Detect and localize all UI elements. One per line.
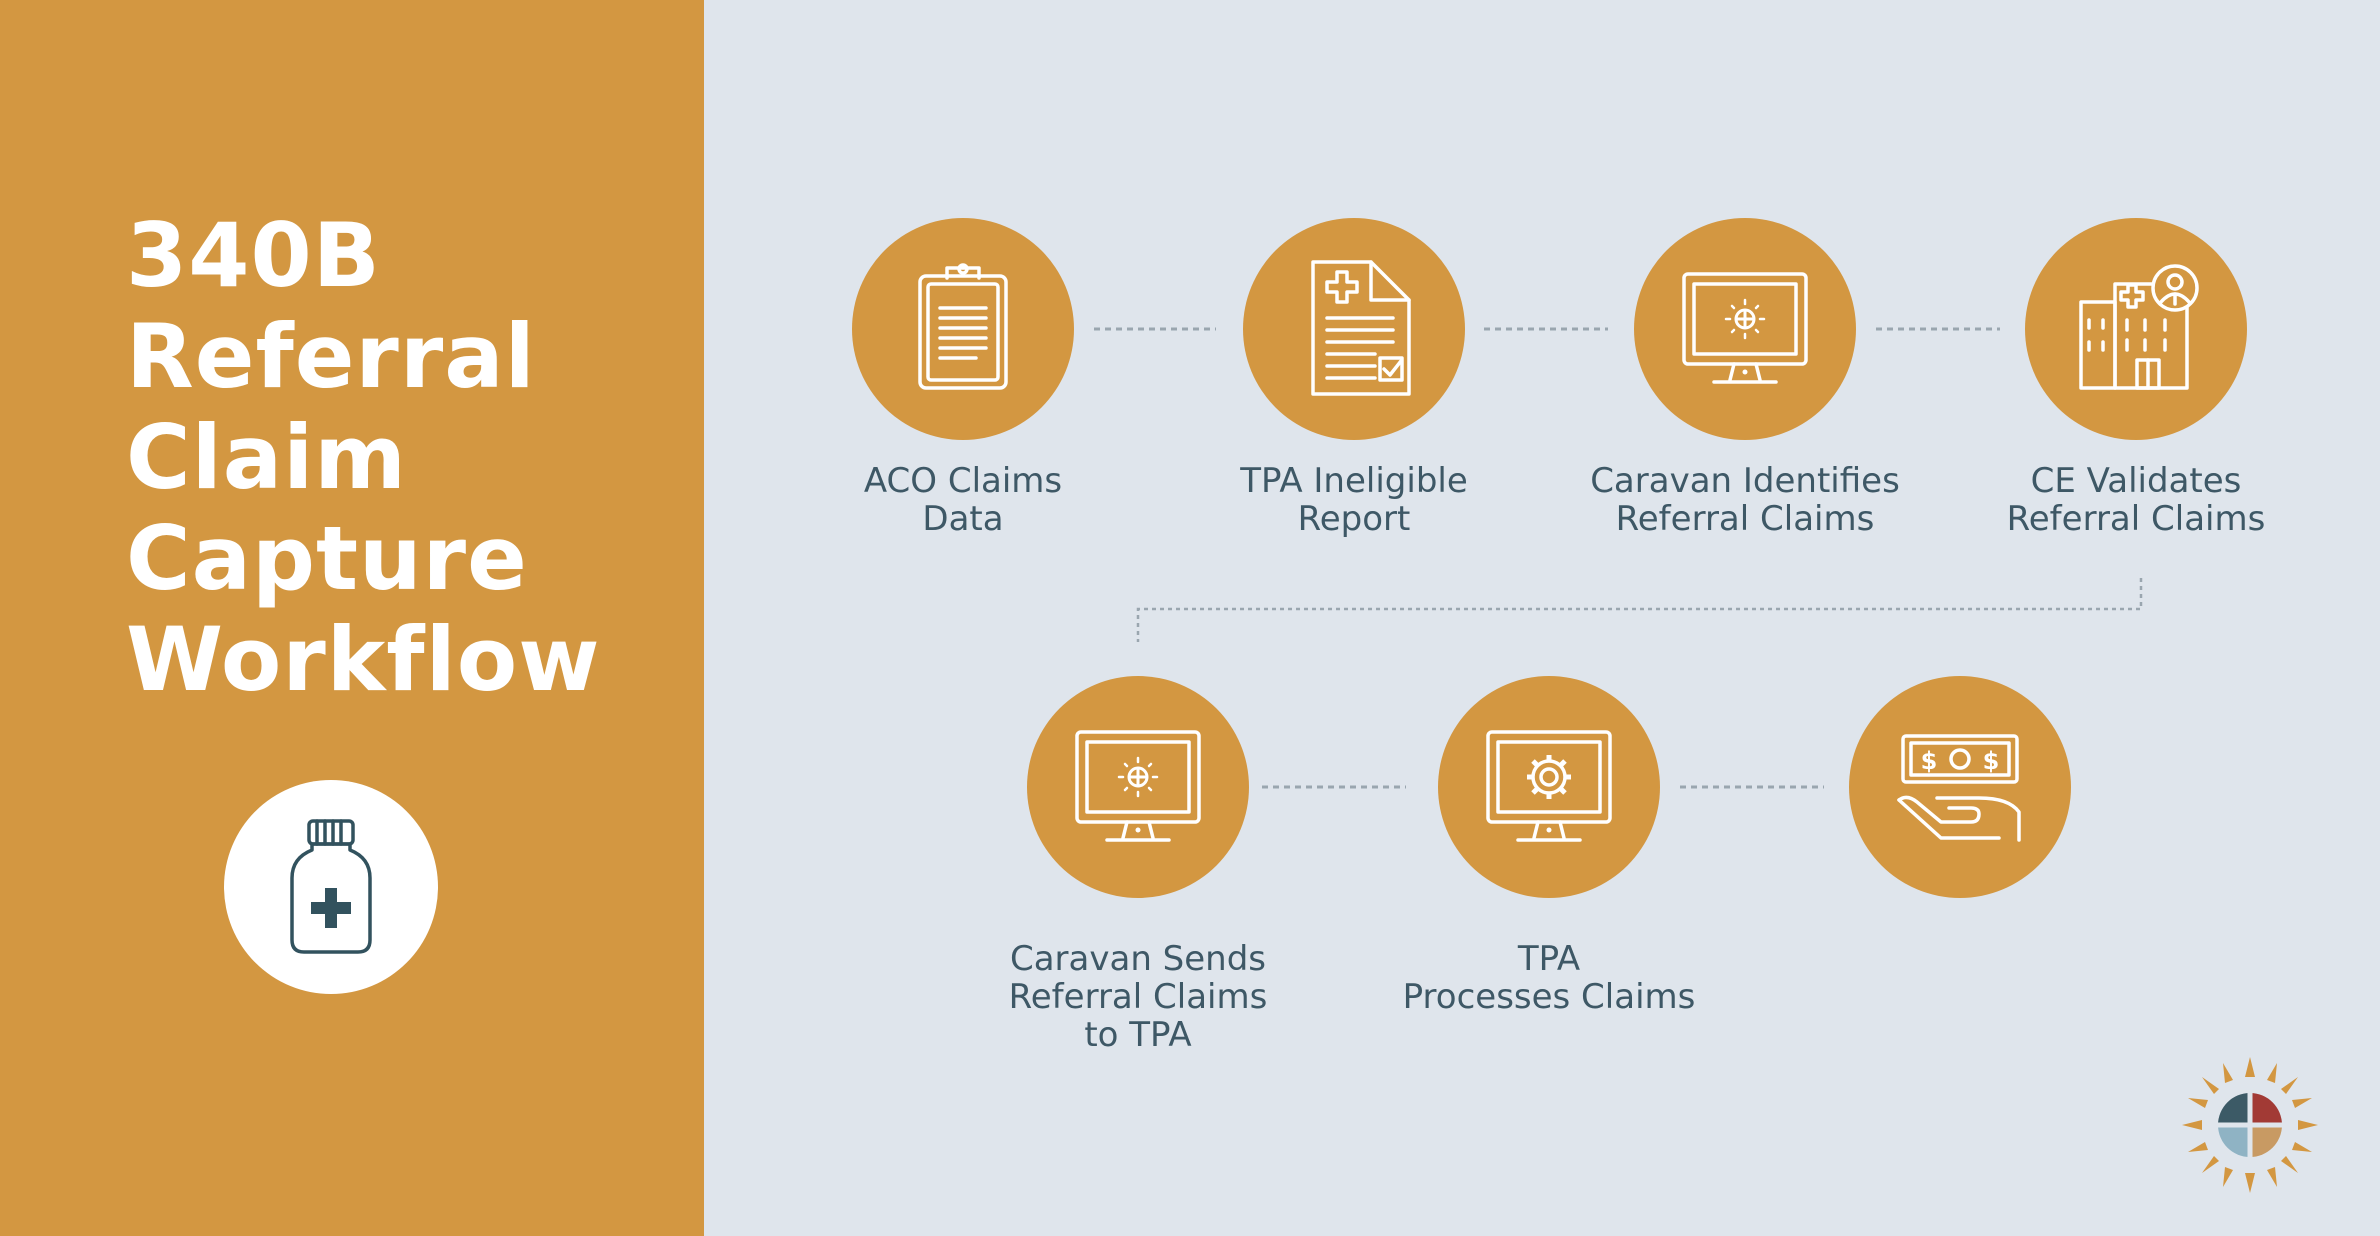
- step-label-caravan-identifies: Caravan Identifies Referral Claims: [1545, 462, 1945, 538]
- step-node-ce-validates: [2025, 218, 2247, 440]
- step-node-payment: $ $: [1849, 676, 2071, 898]
- step-label-line: Referral Claims: [2006, 499, 2266, 539]
- monitor-logo-icon: [1682, 272, 1808, 384]
- page-title: 340B Referral Claim Capture Workflow: [126, 205, 601, 710]
- title-line: Claim: [126, 406, 407, 509]
- step-label-tpa-processes: TPA Processes Claims: [1349, 940, 1749, 1016]
- step-node-aco-claims: [852, 218, 1074, 440]
- step-node-tpa-processes: [1438, 676, 1660, 898]
- step-label-line: Processes Claims: [1402, 977, 1696, 1017]
- workflow-area: [704, 0, 2380, 1236]
- medicine-bottle-icon: [290, 819, 372, 954]
- title-line: Capture: [126, 507, 528, 610]
- step-label-line: Referral Claims: [1615, 499, 1875, 539]
- title-line: Referral: [126, 305, 536, 408]
- title-panel: 340B Referral Claim Capture Workflow: [0, 0, 704, 1236]
- step-label-line: CE Validates: [2030, 461, 2242, 501]
- title-line: Workflow: [126, 608, 601, 711]
- step-label-aco-claims: ACO Claims Data: [763, 462, 1163, 538]
- caravan-sun-logo: [2182, 1057, 2318, 1193]
- title-line: 340B: [126, 204, 381, 307]
- step-label-line: Referral Claims: [1008, 977, 1268, 1017]
- step-label-line: to TPA: [1084, 1015, 1192, 1055]
- hospital-doctor-icon: [2079, 264, 2199, 390]
- step-label-line: TPA: [1517, 939, 1581, 979]
- step-node-caravan-sends: [1027, 676, 1249, 898]
- step-label-caravan-sends: Caravan Sends Referral Claims to TPA: [938, 940, 1338, 1054]
- step-label-line: Report: [1297, 499, 1411, 539]
- step-label-line: ACO Claims: [863, 461, 1063, 501]
- step-label-line: Caravan Identifies: [1590, 461, 1900, 501]
- svg-text:$: $: [1983, 747, 2000, 775]
- medicine-bottle-badge: [224, 780, 438, 994]
- step-node-caravan-identifies: [1634, 218, 1856, 440]
- step-label-ce-validates: CE Validates Referral Claims: [1936, 462, 2336, 538]
- step-label-line: TPA Ineligible: [1240, 461, 1468, 501]
- step-node-tpa-report: [1243, 218, 1465, 440]
- hand-money-icon: $ $: [1897, 734, 2021, 842]
- step-label-line: Caravan Sends: [1009, 939, 1267, 979]
- clipboard-icon: [918, 263, 1008, 390]
- monitor-gear-icon: [1486, 730, 1612, 842]
- step-label-tpa-report: TPA Ineligible Report: [1154, 462, 1554, 538]
- step-label-line: Data: [922, 499, 1004, 539]
- monitor-logo-icon: [1075, 730, 1201, 842]
- medical-report-icon: [1311, 260, 1411, 396]
- svg-text:$: $: [1921, 747, 1938, 775]
